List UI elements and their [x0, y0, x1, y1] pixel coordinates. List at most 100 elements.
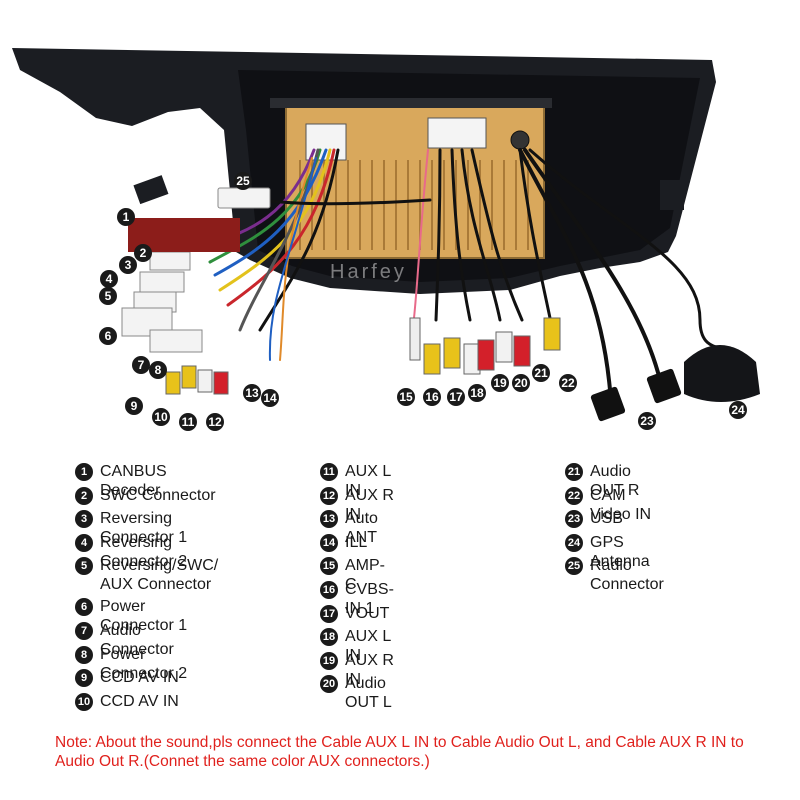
- callout-circle: [512, 374, 530, 392]
- legend-label: USB: [590, 510, 623, 528]
- legend-number-badge: 4: [75, 533, 93, 552]
- legend-number-badge: 13: [320, 510, 338, 529]
- callout-circle: [234, 172, 252, 190]
- sound-connection-note: Note: About the sound,pls connect the Ca…: [55, 734, 744, 770]
- callout-number: 1: [123, 210, 130, 224]
- callout-number: 12: [208, 415, 222, 429]
- callout-number: 24: [731, 403, 745, 417]
- legend-number-badge: 8: [75, 645, 93, 664]
- callout-circle: [261, 389, 279, 407]
- usb-plug: [646, 368, 682, 404]
- callout-circle: [179, 413, 197, 431]
- callout-circle: [119, 256, 137, 274]
- callout-number: 10: [154, 410, 168, 424]
- callout-circle: [99, 287, 117, 305]
- usb-plug: [590, 386, 626, 422]
- legend-number-badge: 25: [565, 557, 583, 576]
- callout-circle: [99, 327, 117, 345]
- callout-number: 8: [155, 363, 162, 377]
- legend-number-badge: 9: [75, 669, 93, 688]
- head-unit-mount-plate: [270, 98, 552, 108]
- legend-item: 17 VOUT: [320, 604, 394, 628]
- legend-label: AUX R IN: [345, 651, 394, 688]
- head-unit-antenna-port: [510, 130, 530, 150]
- legend-label: Reversing Connector 1: [100, 510, 188, 547]
- legend-label: Power Connector 1: [100, 598, 188, 635]
- callout-number: 25: [236, 174, 250, 188]
- callout-circle: [132, 356, 150, 374]
- legend-item: 19 AUX R IN: [320, 651, 394, 688]
- callout-circle: [134, 244, 152, 262]
- callout-number: 2: [140, 246, 147, 260]
- legend-item: 24 GPS Antenna: [565, 533, 664, 570]
- legend-number-badge: 1: [75, 463, 93, 481]
- legend-label: CANBUS Decoder: [100, 463, 167, 499]
- legend-number-badge: 16: [320, 580, 338, 599]
- legend-label: AUX R IN: [345, 486, 394, 523]
- callout-number: 23: [640, 414, 654, 428]
- callout-number: 20: [514, 376, 528, 390]
- watermark: Harfey: [330, 261, 407, 283]
- callout-circle: [491, 374, 509, 392]
- callout-circle: [243, 384, 261, 402]
- legend-label: AUX L IN: [345, 463, 391, 499]
- head-unit-heatsink-fins: [299, 160, 529, 250]
- callout-circle: [468, 384, 486, 402]
- callout-number: 16: [425, 390, 439, 404]
- legend-label: CCD AV IN: [100, 669, 179, 687]
- legend-number-badge: 17: [320, 604, 338, 623]
- rca-plugs-left: [165, 365, 229, 395]
- callout-number: 21: [534, 366, 548, 380]
- legend-label: Reversing/SWC/ AUX Connector: [100, 557, 219, 594]
- legend-label: VOUT: [345, 604, 390, 622]
- legend-label: Power Connector 2: [100, 645, 188, 682]
- legend-item: 12 AUX R IN: [320, 486, 394, 523]
- callout-circle: [117, 208, 135, 226]
- callout-number: 19: [493, 376, 507, 390]
- callout-number: 6: [105, 329, 112, 343]
- rca-plugs-right: [409, 317, 561, 375]
- wire-bundle: [203, 148, 722, 392]
- callout-circle: [532, 364, 550, 382]
- legend-label: CCD AV IN: [100, 692, 179, 710]
- callout-circle: [729, 401, 747, 419]
- callout-number: 13: [245, 386, 259, 400]
- legend-number-badge: 5: [75, 557, 93, 576]
- legend-number-badge: 3: [75, 510, 93, 529]
- legend-number-badge: 24: [565, 533, 583, 552]
- callout-number: 3: [125, 258, 132, 272]
- callout-number: 18: [470, 386, 484, 400]
- legend-item: 1 CANBUS Decoder: [75, 462, 218, 499]
- legend-label: GPS Antenna: [590, 533, 650, 570]
- callout-number: 11: [182, 415, 195, 429]
- legend-item: 6 Power Connector 1: [75, 597, 218, 634]
- legend-label: Reversing Connector 2: [100, 533, 188, 570]
- callout-circle: [559, 374, 577, 392]
- legend-number-badge: 19: [320, 651, 338, 670]
- legend-number-badge: 11: [320, 463, 338, 481]
- legend-number-badge: 6: [75, 598, 93, 617]
- legend-item: 8 Power Connector 2: [75, 645, 218, 682]
- callout-number: 14: [263, 391, 277, 405]
- legend-item: 9 CCD AV IN: [75, 668, 218, 692]
- legend-number-badge: 12: [320, 486, 338, 505]
- callout-circle: [152, 408, 170, 426]
- callout-number: 15: [399, 390, 413, 404]
- head-unit-connector-block: [427, 117, 487, 149]
- callout-circle: [125, 397, 143, 415]
- callout-number: 7: [138, 358, 145, 372]
- callout-circle: [149, 361, 167, 379]
